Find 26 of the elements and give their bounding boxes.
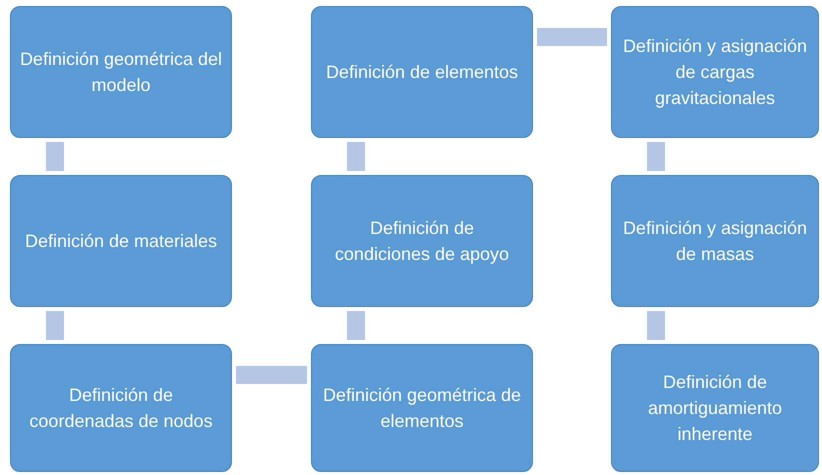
box-label: Definición geométrica de elementos xyxy=(322,384,522,433)
connector-bar xyxy=(46,142,64,171)
process-box xyxy=(311,175,533,307)
connector-bar xyxy=(647,311,665,340)
connector-bar xyxy=(347,142,365,171)
box-label: Definición y asignación de cargas gravitacionales xyxy=(622,35,808,110)
process-box xyxy=(611,344,819,472)
box-label: Definición de condiciones de apoyo xyxy=(334,217,510,266)
process-box xyxy=(311,344,533,472)
process-box xyxy=(611,6,819,138)
process-box xyxy=(611,175,819,307)
process-box xyxy=(10,6,232,138)
box-label: Definición de materiales xyxy=(24,230,218,253)
box-label: Definición y asignación de masas xyxy=(622,217,808,266)
box-label: Definición de elementos xyxy=(326,61,518,84)
connector-bar xyxy=(236,366,307,384)
connector-bar xyxy=(46,311,64,340)
connector-bar xyxy=(647,142,665,171)
connector-bar xyxy=(537,28,607,46)
process-box xyxy=(10,175,232,307)
process-box xyxy=(10,344,232,472)
box-label: Definición de amortiguamiento inherente xyxy=(646,371,784,446)
process-box xyxy=(311,6,533,138)
box-label: Definición de coordenadas de nodos xyxy=(28,384,214,433)
box-label: Definición geométrica del modelo xyxy=(19,48,223,97)
connector-bar xyxy=(347,311,365,340)
